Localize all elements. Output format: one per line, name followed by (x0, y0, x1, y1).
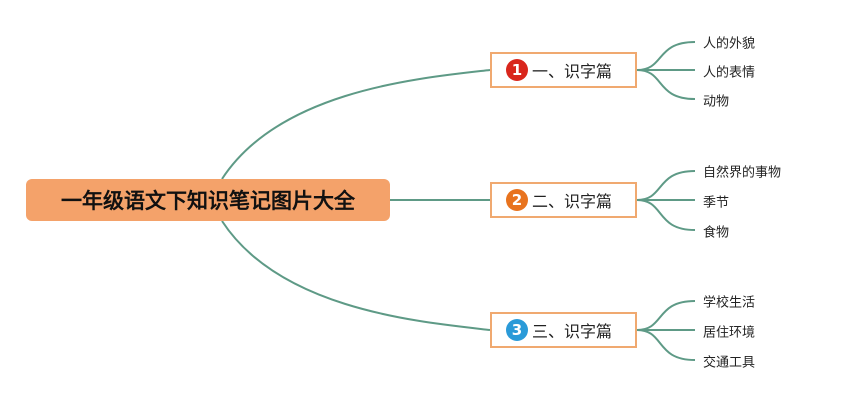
leaf-topic-2-3[interactable]: 食物 (703, 225, 730, 241)
connector-b2-leaf-1 (636, 170, 696, 201)
leaf-topic-3-2[interactable]: 居住环境 (703, 325, 756, 341)
leaf-topic-1-2[interactable]: 人的表情 (703, 65, 756, 81)
connector-b1-leaf-3 (636, 69, 696, 100)
number-badge-1: 1 (506, 59, 528, 81)
branch-topic-3[interactable]: 3 三、识字篇 (490, 312, 637, 348)
connector-b2-leaf-3 (636, 199, 696, 231)
branch-label-1: 一、识字篇 (532, 62, 613, 81)
branch-label-2: 二、识字篇 (532, 192, 613, 211)
root-title: 一年级语文下知识笔记图片大全 (61, 189, 355, 213)
connector-b3-leaf-1 (636, 300, 696, 331)
leaf-topic-2-1[interactable]: 自然界的事物 (703, 165, 782, 181)
leaf-topic-3-3[interactable]: 交通工具 (703, 355, 756, 371)
connector-root-branch-1 (221, 69, 491, 180)
branch-topic-2[interactable]: 2 二、识字篇 (490, 182, 637, 218)
connector-b1-leaf-1 (636, 41, 696, 71)
leaf-topic-1-1[interactable]: 人的外貌 (703, 36, 756, 52)
branch-topic-1[interactable]: 1 一、识字篇 (490, 52, 637, 88)
leaf-topic-1-3[interactable]: 动物 (703, 94, 730, 110)
branch-label-3: 三、识字篇 (532, 322, 613, 341)
leaf-topic-2-2[interactable]: 季节 (703, 195, 730, 211)
connector-b3-leaf-3 (636, 329, 696, 361)
leaf-topic-3-1[interactable]: 学校生活 (703, 295, 756, 311)
number-badge-2: 2 (506, 189, 528, 211)
root-topic[interactable]: 一年级语文下知识笔记图片大全 (26, 179, 390, 221)
number-badge-3: 3 (506, 319, 528, 341)
connector-root-branch-3 (221, 220, 491, 331)
